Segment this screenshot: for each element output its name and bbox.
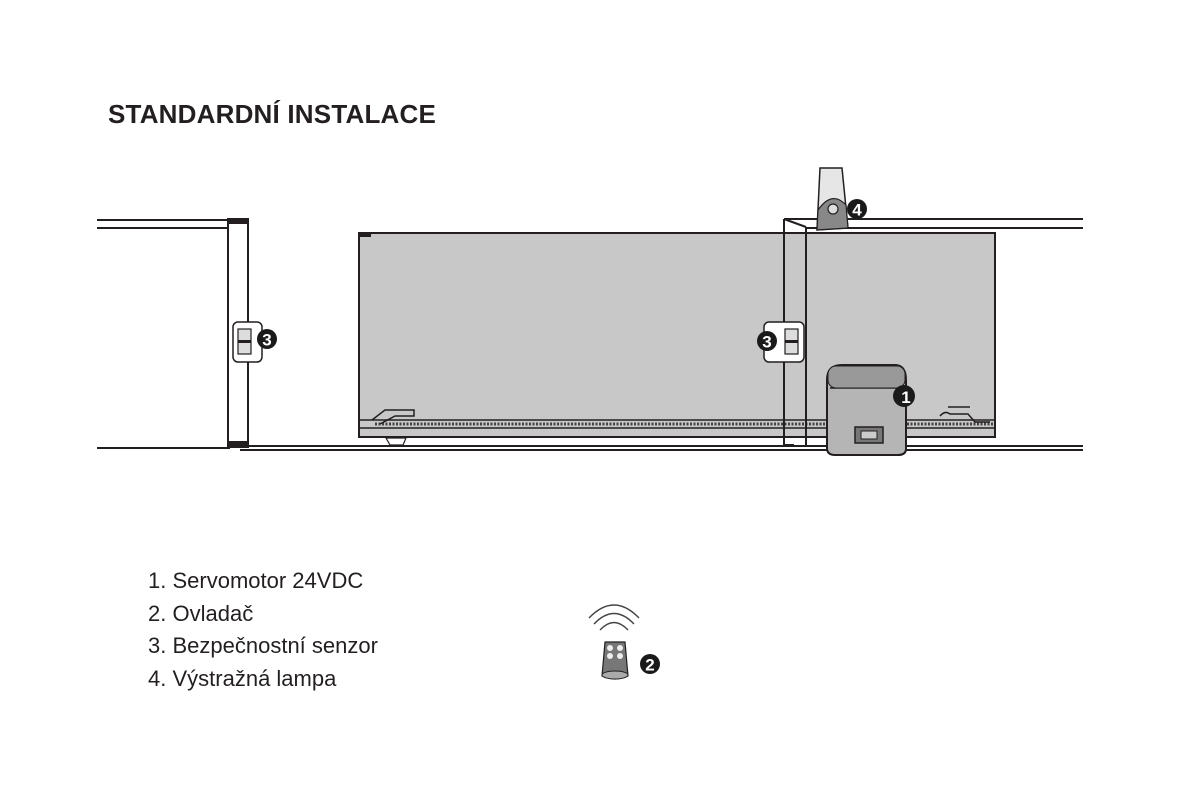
badge-sensor-right: 3 — [757, 331, 777, 352]
legend-item: 4. Výstražná lampa — [148, 665, 337, 691]
ground-track — [236, 445, 1083, 451]
end-stop-left — [371, 409, 415, 425]
legend-label: Ovladač — [172, 600, 254, 626]
badge-remote: 2 — [640, 654, 660, 675]
svg-text:4: 4 — [852, 201, 862, 220]
left-fence — [97, 219, 230, 449]
remote-control — [588, 604, 640, 680]
warning-lamp — [816, 167, 849, 231]
badge-motor: 1 — [893, 385, 915, 407]
legend-label: Bezpečnostní senzor — [172, 633, 378, 658]
badge-lamp: 4 — [847, 199, 867, 220]
svg-text:2: 2 — [645, 656, 654, 675]
legend-item: 3. Bezpečnostní senzor — [148, 633, 378, 658]
legend-label: Servomotor 24VDC — [172, 568, 364, 593]
signal-waves-icon — [588, 604, 640, 631]
end-stop-right — [939, 411, 990, 423]
badge-sensor-left: 3 — [257, 329, 277, 350]
legend-item: 2. Ovladač — [148, 600, 254, 626]
svg-text:3: 3 — [262, 331, 271, 350]
legend-item: 1. Servomotor 24VDC — [148, 568, 364, 593]
component-legend: 1. Servomotor 24VDC 2. Ovladač 3. Bezpeč… — [148, 565, 378, 695]
safety-sensor-left — [232, 321, 263, 363]
svg-text:3: 3 — [762, 333, 771, 352]
legend-label: Výstražná lampa — [172, 665, 337, 691]
servomotor — [826, 364, 907, 456]
gate-wheel — [384, 437, 407, 446]
svg-text:1: 1 — [901, 388, 910, 407]
page-title: STANDARDNÍ INSTALACE — [108, 99, 437, 129]
